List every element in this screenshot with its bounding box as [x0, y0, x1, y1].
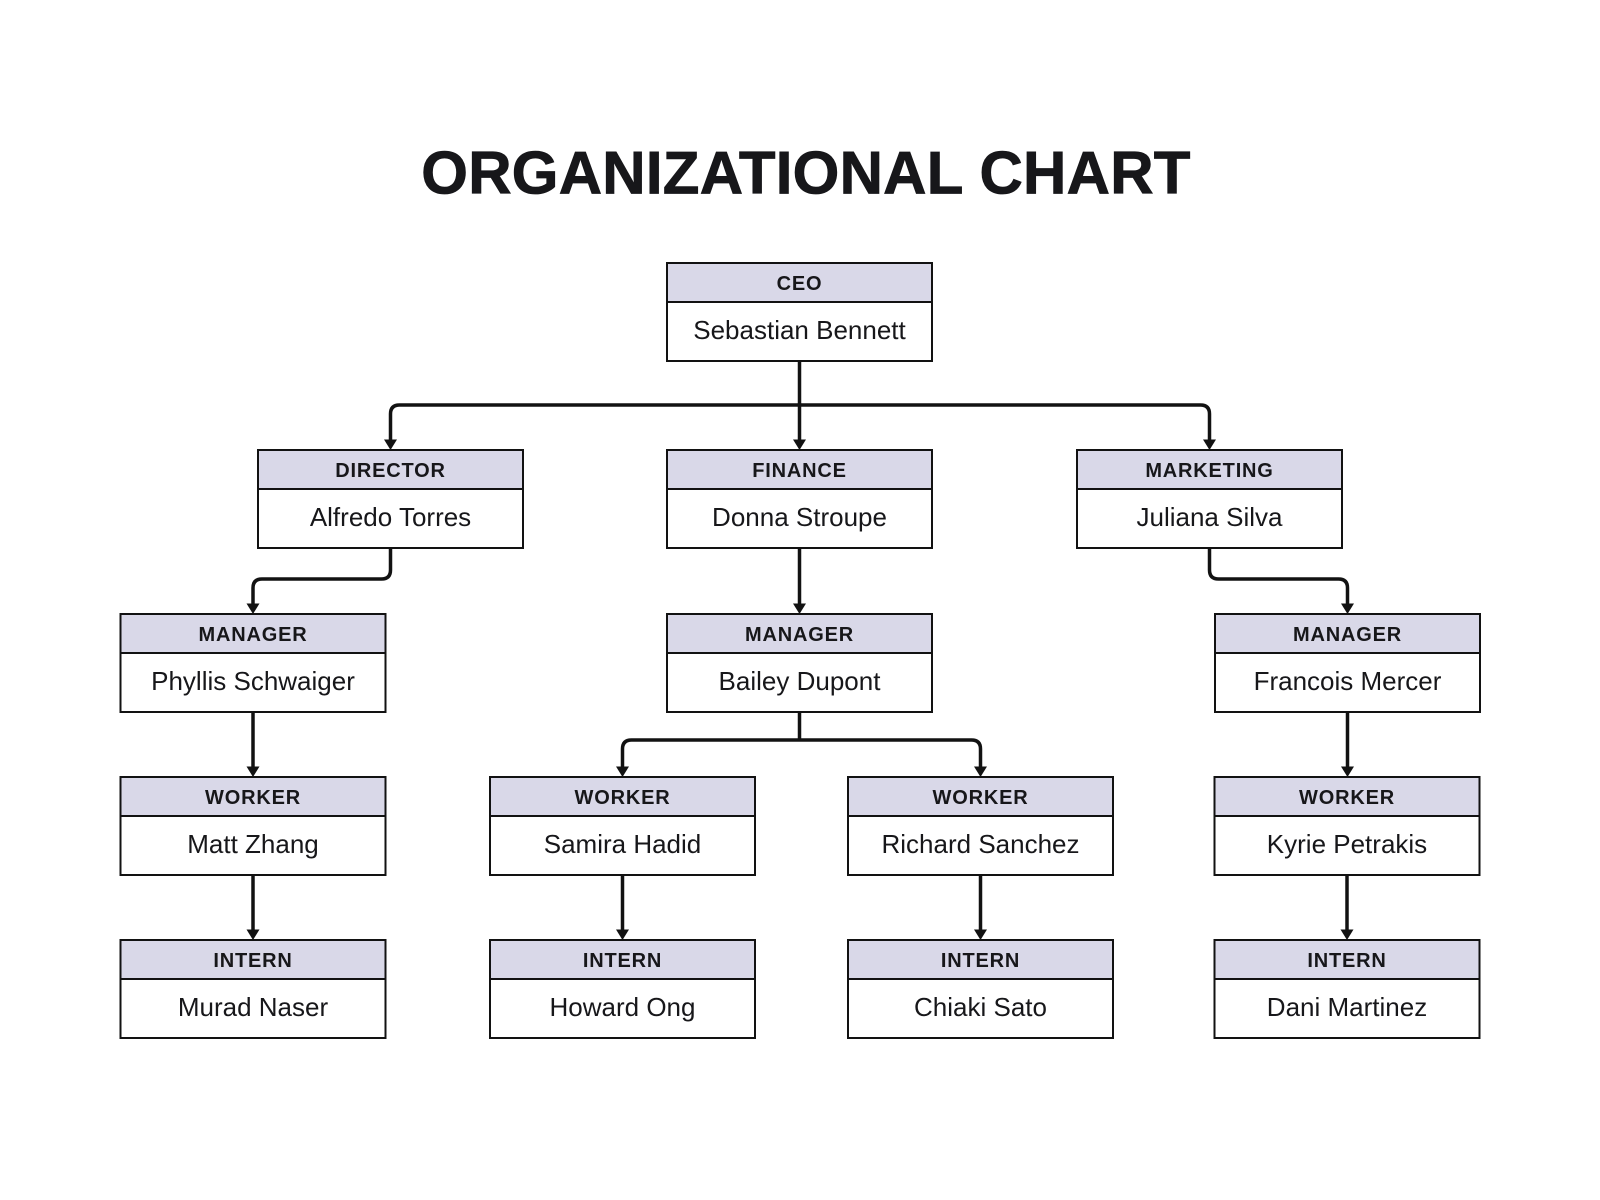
svg-text:WORKER: WORKER: [933, 787, 1029, 809]
svg-text:Francois Mercer: Francois Mercer: [1254, 666, 1442, 696]
svg-text:WORKER: WORKER: [205, 787, 301, 809]
svg-text:MANAGER: MANAGER: [199, 624, 308, 646]
svg-text:Juliana Silva: Juliana Silva: [1137, 502, 1284, 532]
svg-text:MANAGER: MANAGER: [1293, 624, 1402, 646]
svg-text:Bailey Dupont: Bailey Dupont: [719, 666, 882, 696]
svg-text:Alfredo Torres: Alfredo Torres: [310, 502, 471, 532]
svg-text:Chiaki Sato: Chiaki Sato: [914, 992, 1047, 1022]
svg-text:INTERN: INTERN: [1307, 950, 1386, 972]
svg-text:Matt Zhang: Matt Zhang: [187, 829, 319, 859]
svg-text:Howard Ong: Howard Ong: [550, 992, 696, 1022]
svg-text:WORKER: WORKER: [575, 787, 671, 809]
svg-text:FINANCE: FINANCE: [752, 460, 847, 482]
svg-text:MANAGER: MANAGER: [745, 624, 854, 646]
svg-text:Richard Sanchez: Richard Sanchez: [882, 829, 1080, 859]
svg-text:Samira Hadid: Samira Hadid: [544, 829, 702, 859]
svg-text:MARKETING: MARKETING: [1145, 460, 1273, 482]
svg-text:CEO: CEO: [777, 273, 823, 295]
svg-text:ORGANIZATIONAL CHART: ORGANIZATIONAL CHART: [421, 140, 1190, 207]
svg-text:WORKER: WORKER: [1299, 787, 1395, 809]
svg-text:DIRECTOR: DIRECTOR: [335, 460, 445, 482]
svg-text:Kyrie Petrakis: Kyrie Petrakis: [1267, 829, 1427, 859]
svg-text:Donna Stroupe: Donna Stroupe: [712, 502, 887, 532]
svg-text:Sebastian Bennett: Sebastian Bennett: [693, 315, 906, 345]
svg-text:Phyllis Schwaiger: Phyllis Schwaiger: [151, 666, 355, 696]
svg-text:Dani Martinez: Dani Martinez: [1267, 992, 1427, 1022]
svg-text:INTERN: INTERN: [941, 950, 1020, 972]
svg-text:Murad Naser: Murad Naser: [178, 992, 329, 1022]
svg-text:INTERN: INTERN: [583, 950, 662, 972]
svg-text:INTERN: INTERN: [213, 950, 292, 972]
